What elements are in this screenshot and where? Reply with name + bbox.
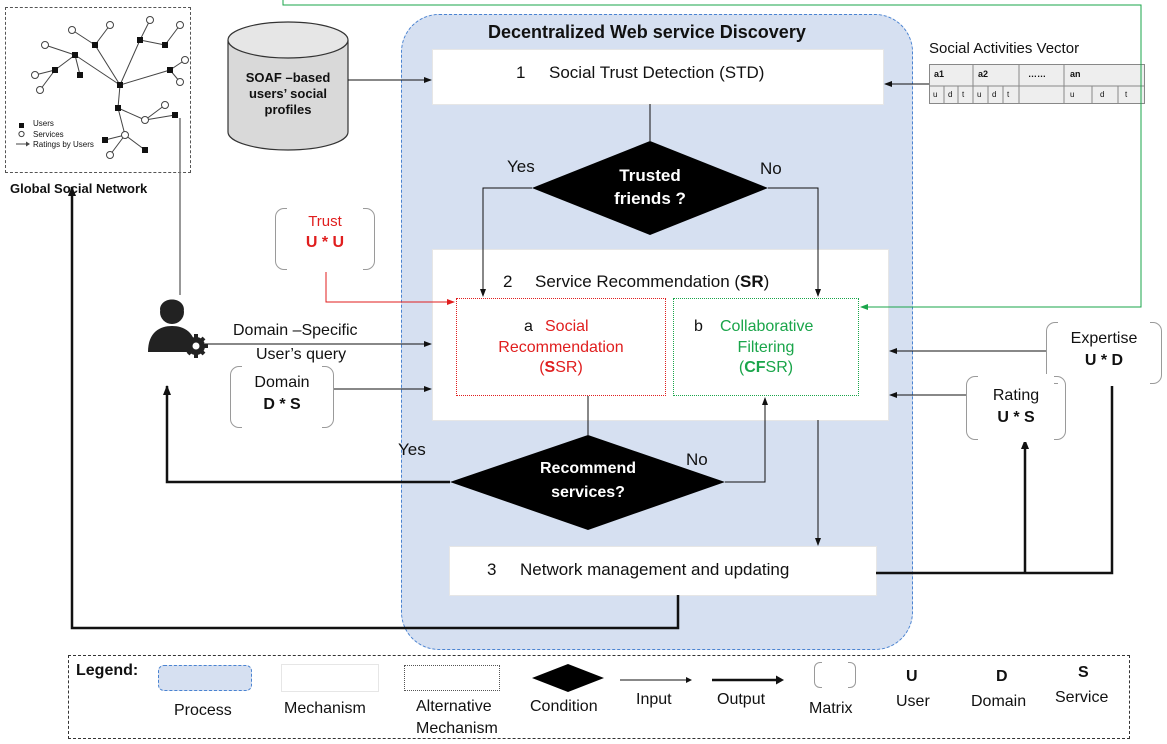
rating-matrix-formula: U * S xyxy=(997,409,1035,426)
global-network-box xyxy=(5,7,191,173)
expertise-matrix-formula: U * D xyxy=(1084,352,1124,369)
nm-number: 3 xyxy=(487,560,497,579)
vector-cell: t xyxy=(1125,90,1128,99)
cfsr-line2: Filtering xyxy=(737,339,795,356)
legend-input-label: Input xyxy=(636,691,672,708)
vector-cell: t xyxy=(962,90,965,99)
legend-d-letter: D xyxy=(996,668,1008,685)
legend-process-label: Process xyxy=(174,702,232,719)
query-line2: User’s query xyxy=(256,346,347,363)
nm-label: Network management and updating xyxy=(520,560,790,579)
vector-cell: d xyxy=(992,90,997,99)
domain-matrix-formula: D * S xyxy=(263,396,301,413)
vector-header-a1: a1 xyxy=(934,69,945,79)
vector-cell: t xyxy=(1007,90,1010,99)
vector-cell: u xyxy=(977,90,982,99)
vector-cell: d xyxy=(1100,90,1105,99)
legend-alt-label-2: Mechanism xyxy=(416,720,498,737)
trust-matrix-formula: U * U xyxy=(305,234,345,251)
vector-cell: u xyxy=(1070,90,1075,99)
recommend-line2: services? xyxy=(551,484,625,501)
process-title: Decentralized Web service Discovery xyxy=(488,22,806,42)
legend-s-letter: S xyxy=(1078,664,1089,681)
recommend-line1: Recommend xyxy=(539,460,637,477)
rating-matrix-name: Rating xyxy=(992,387,1040,404)
cfsr-line1: Collaborative xyxy=(720,318,814,335)
legend-mechanism-label: Mechanism xyxy=(284,700,366,717)
legend-u-letter: U xyxy=(906,668,918,685)
sr-label: Service Recommendation (SR) xyxy=(535,272,770,291)
std-label: Social Trust Detection (STD) xyxy=(549,63,765,82)
domain-matrix-name: Domain xyxy=(254,374,310,391)
social-vector-table xyxy=(929,64,1145,104)
std-number: 1 xyxy=(516,63,526,82)
nm-mechanism xyxy=(450,547,876,595)
recommend-diamond xyxy=(450,435,725,530)
legend-process-swatch xyxy=(158,665,252,691)
vector-header-a2: a2 xyxy=(978,69,989,79)
legend-box xyxy=(68,655,1130,739)
global-network-caption: Global Social Network xyxy=(10,181,148,196)
recommend-no: No xyxy=(686,450,708,469)
legend-output-label: Output xyxy=(717,691,766,708)
trusted-yes: Yes xyxy=(507,157,535,176)
ssr-letter: a xyxy=(524,318,533,335)
trusted-line2: friends ? xyxy=(614,189,686,208)
soaf-label-1: SOAF –based xyxy=(245,70,331,85)
query-line1: Domain –Specific xyxy=(233,322,358,339)
trust-matrix-name: Trust xyxy=(308,213,342,230)
cfsr-alt-mechanism xyxy=(673,298,859,396)
ssr-alt-mechanism xyxy=(456,298,666,396)
network-legend-ratings: Ratings by Users xyxy=(33,140,94,149)
vector-cell: d xyxy=(948,90,953,99)
ssr-line1: Social xyxy=(545,318,589,335)
ssr-line2: Recommendation xyxy=(498,339,624,356)
cfsr-abbr: (CFSR) xyxy=(738,359,794,376)
legend-alt-label-1: Alternative xyxy=(416,698,492,715)
trusted-line1: Trusted xyxy=(619,166,681,185)
expertise-matrix-name: Expertise xyxy=(1070,330,1138,347)
legend-matrix-label: Matrix xyxy=(809,700,853,717)
ssr-abbr: (SSR) xyxy=(539,359,583,376)
recommend-yes: Yes xyxy=(398,440,426,459)
trusted-diamond xyxy=(532,141,768,235)
network-legend-users: Users xyxy=(33,119,54,128)
legend-d-label: Domain xyxy=(971,693,1027,710)
legend-u-label: User xyxy=(896,693,930,710)
cfsr-letter: b xyxy=(694,318,703,335)
soaf-label-3: profiles xyxy=(264,102,312,117)
std-mechanism xyxy=(433,50,883,104)
legend-condition-label: Condition xyxy=(530,698,598,715)
vector-header-dots: …… xyxy=(1028,69,1046,79)
legend-s-label: Service xyxy=(1055,689,1109,706)
legend-title: Legend: xyxy=(76,662,139,679)
sr-number: 2 xyxy=(503,272,513,291)
vector-header-an: an xyxy=(1070,69,1081,79)
vector-cell: u xyxy=(933,90,938,99)
network-legend-services: Services xyxy=(33,130,64,139)
social-vector-title: Social Activities Vector xyxy=(929,40,1080,57)
legend-mechanism-swatch xyxy=(282,665,378,691)
trusted-no: No xyxy=(760,159,782,178)
soaf-label-2: users’ social xyxy=(248,86,328,101)
legend-alt-swatch xyxy=(404,665,500,691)
